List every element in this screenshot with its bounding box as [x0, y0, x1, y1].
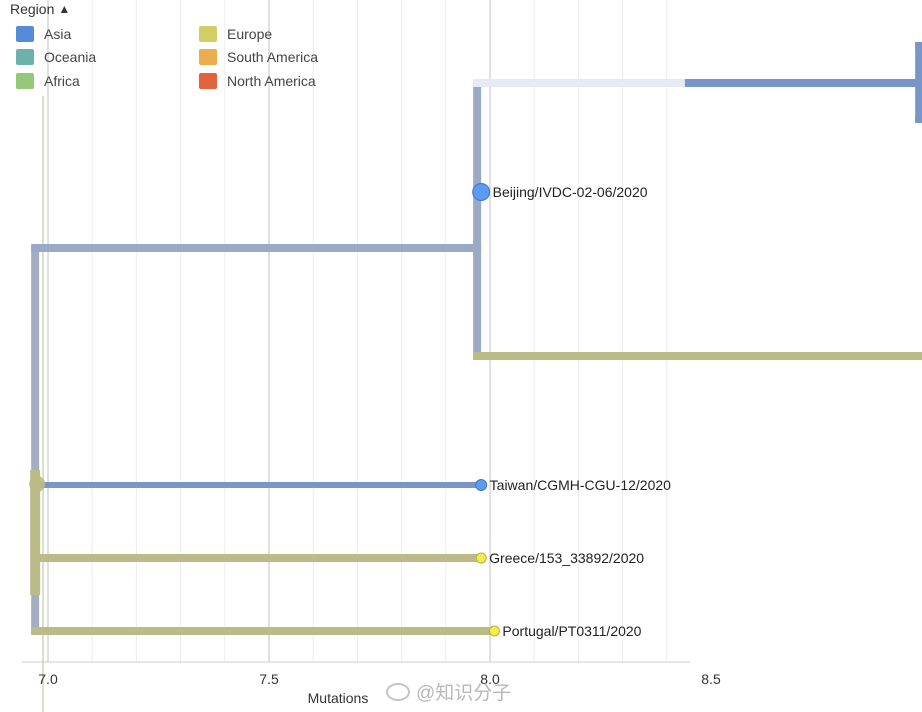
grid-lines [22, 0, 690, 712]
chevron-up-icon: ▲ [58, 2, 71, 16]
legend: Asia Oceania Africa Europe South America… [16, 26, 356, 96]
legend-swatch-south-america [199, 49, 217, 65]
legend-item-south-america[interactable]: South America [199, 49, 318, 65]
legend-swatch-north-america [199, 73, 217, 89]
legend-item-europe[interactable]: Europe [199, 26, 272, 42]
tip-node [475, 479, 488, 491]
legend-swatch-oceania [16, 49, 34, 65]
legend-label: Africa [44, 73, 80, 89]
x-axis: 7.07.58.08.59.09.5 [38, 671, 721, 687]
legend-swatch-asia [16, 26, 34, 42]
legend-label: Asia [44, 26, 72, 42]
tip-label: Beijing/IVDC-02-06/2020 [493, 184, 648, 200]
legend-label: North America [227, 73, 316, 89]
tip-label: Portugal/PT0311/2020 [502, 623, 641, 639]
legend-item-asia[interactable]: Asia [16, 26, 71, 42]
legend-label: South America [227, 49, 319, 65]
tip-node [475, 552, 487, 564]
weibo-logo-icon [386, 682, 410, 701]
tip-node [472, 183, 491, 201]
x-tick-label: 7.5 [259, 671, 279, 687]
legend-item-oceania[interactable]: Oceania [16, 49, 96, 65]
legend-title: Region [10, 1, 55, 17]
legend-swatch-europe [199, 26, 217, 42]
tip-node [488, 625, 500, 637]
legend-toggle[interactable]: Region ▲ [10, 1, 70, 17]
tip-label: Greece/153_33892/2020 [489, 550, 644, 566]
watermark: @知识分子 [386, 678, 511, 705]
legend-label: Europe [227, 26, 273, 42]
tip-label: Taiwan/CGMH-CGU-12/2020 [490, 477, 671, 493]
legend-item-africa[interactable]: Africa [16, 73, 80, 89]
x-tick-label: 7.0 [38, 671, 58, 687]
legend-swatch-africa [16, 73, 34, 89]
tree-tips: Beijing/IVDC-01-06/2020env/Beijing/IVDC-… [472, 183, 671, 639]
x-tick-label: 8.0 [480, 671, 500, 687]
x-axis-title: Mutations [308, 690, 369, 706]
legend-item-north-america[interactable]: North America [199, 73, 316, 89]
x-tick-label: 8.5 [701, 671, 721, 687]
tree-branches [29, 42, 922, 635]
legend-label: Oceania [44, 49, 97, 65]
